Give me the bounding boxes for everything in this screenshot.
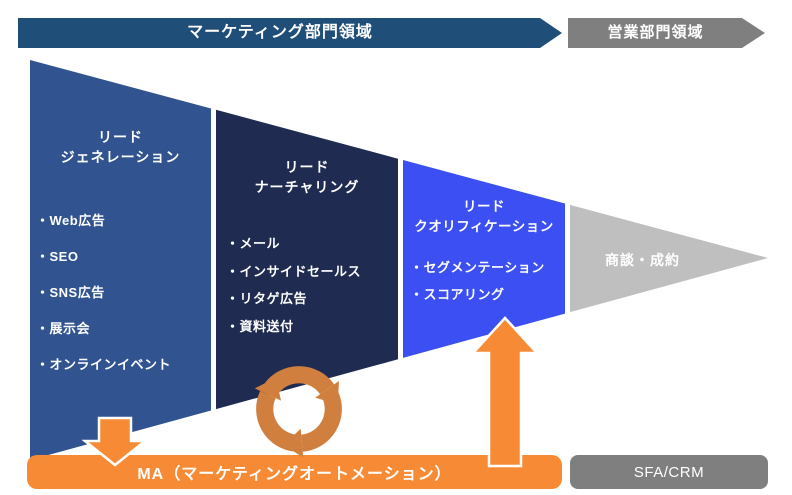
stage1-title-lead-generation: リード ジェネレーション: [60, 129, 181, 165]
stage3-item-list: ・セグメンテーション・スコアリング: [410, 254, 545, 308]
stage3-lead-qualification-shape: [403, 160, 565, 358]
sales-area-label: 営業部門領域: [607, 24, 704, 41]
marketing-area-label: マーケティング部門領域: [187, 24, 373, 41]
stage3-title-lead-qualification: リード クオリフィケーション: [414, 199, 554, 234]
stage4-label-deal: 商談・成約: [605, 252, 680, 268]
funnel-list-item: ・資料送付: [226, 318, 294, 334]
sfa-crm-box-shape: [570, 455, 768, 489]
sales-banner-arrow: [568, 18, 765, 48]
stage1-item-list: ・Web広告・SEO ・SNS広告・展示会・オンラインイベント: [36, 203, 171, 383]
funnel-list-item: ・インサイドセールス: [226, 263, 362, 279]
funnel-list-item: ・SEO: [36, 249, 79, 264]
marketing-banner-arrow: [18, 18, 562, 48]
stage1-lead-generation-shape: [30, 60, 211, 460]
funnel-list-item: ・セグメンテーション: [410, 260, 545, 275]
stage2-lead-nurturing-shape: [216, 109, 398, 410]
funnel-list-item: ・SNS広告: [36, 285, 105, 300]
stage4-deal-triangle: [570, 204, 768, 313]
recycle-icon: [254, 366, 342, 458]
funnel-list-item: ・オンラインイベント: [36, 357, 172, 372]
up-arrow-icon: [470, 316, 540, 468]
funnel-list-item: ・展示会: [36, 321, 91, 336]
ma-bar-shape: [27, 455, 562, 489]
stage2-item-list: ・メール・インサイドセールス・リタゲ広告・資料送付: [226, 230, 361, 340]
funnel-list-item: ・Web広告: [36, 213, 106, 228]
stage2-title-lead-nurturing: リード ナーチャリング: [254, 159, 360, 195]
ma-bar-label: MA（マーケティングオートメーション）: [137, 466, 452, 483]
down-arrow-icon: [81, 416, 149, 467]
sfa-crm-label: SFA/CRM: [633, 463, 705, 481]
funnel-list-item: ・メール: [226, 236, 281, 251]
funnel-list-item: ・リタゲ広告: [226, 291, 308, 306]
funnel-list-item: ・スコアリング: [410, 287, 505, 302]
